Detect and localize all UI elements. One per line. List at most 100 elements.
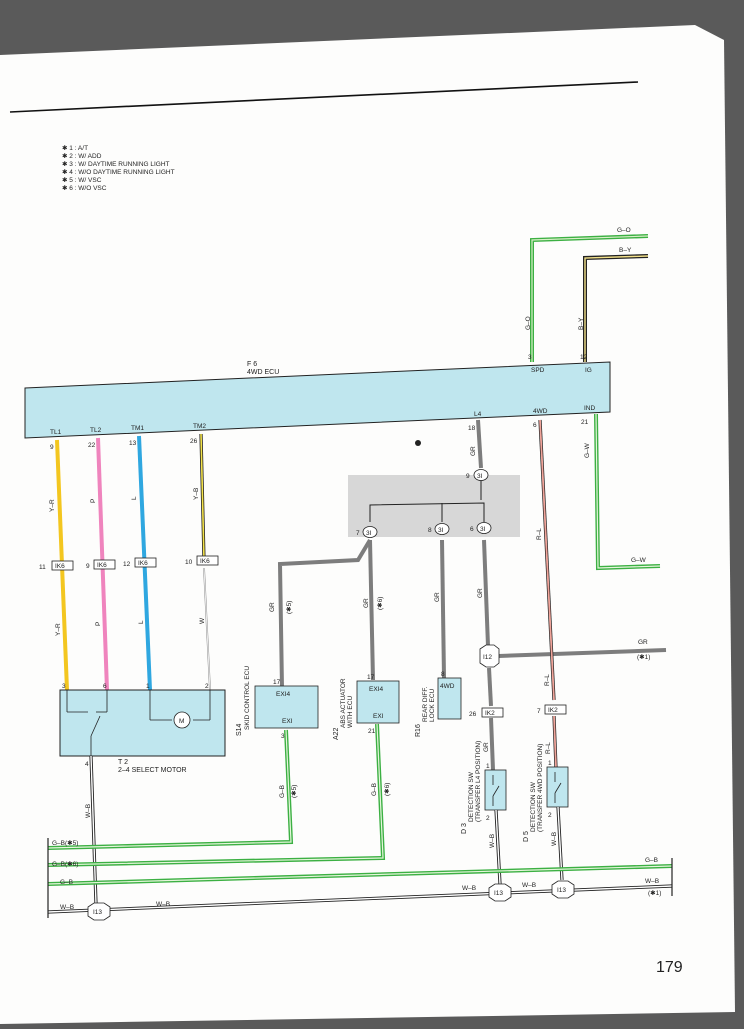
connector-ik6: IK6 — [200, 558, 210, 565]
component-name: LOCK ECU — [429, 688, 436, 722]
component-name: ABS ACTUATOR — [340, 678, 347, 728]
pin-number: 21 — [368, 728, 376, 735]
ecu-code: F 6 — [247, 361, 257, 368]
wire-note: (✱5) — [285, 601, 293, 614]
svg-text:I12: I12 — [483, 654, 492, 661]
pin-number: 11 — [39, 564, 46, 571]
pin-number: 12 — [580, 354, 588, 361]
splice-block — [348, 475, 520, 537]
rl-wire: R–L R–L R–L — [536, 419, 558, 769]
pin-number: 2 — [205, 683, 209, 690]
pin-number: 4 — [85, 761, 89, 768]
detection-switch-d5: 1 2 D 5 DETECTION SW (TRANSFER 4WD POSIT… — [523, 744, 569, 881]
ik2-connectors: IK2 26 IK2 7 — [469, 704, 567, 718]
wire-label-go: G–O — [617, 227, 631, 234]
component-name: (TRANSFER 4WD POSITION) — [537, 744, 544, 832]
wire-label-gb: G–B — [279, 785, 286, 798]
wire-label-rl: R–L — [544, 674, 551, 686]
pin-number: 17 — [367, 674, 375, 681]
pin-number: 21 — [581, 419, 589, 426]
wire-label-gr: GR — [477, 588, 484, 598]
connector-3i: 3I — [366, 530, 372, 537]
terminal: 4WD — [440, 683, 455, 690]
bus-label: W–B — [645, 878, 659, 885]
pin-number: 2 — [486, 815, 490, 822]
wire-label-yr: Y–R — [49, 499, 56, 512]
ecu-name: 4WD ECU — [247, 369, 279, 376]
pin-number: 3 — [281, 733, 285, 740]
legend-item: ✱ 5 : W/ VSC — [62, 176, 102, 184]
connector-ik6: IK6 — [97, 562, 107, 569]
wire-note: (✱1) — [637, 653, 650, 661]
wire-label-go-vertical: G–O — [525, 316, 532, 330]
wire-label-gr: GR — [269, 602, 276, 612]
legend-item: ✱ 3 : W/ DAYTIME RUNNING LIGHT — [62, 160, 170, 168]
component-name: SKID CONTROL ECU — [244, 666, 251, 730]
pin-number: 7 — [356, 530, 360, 537]
connector-i13: I13 — [494, 890, 503, 897]
bus-label: G–B — [60, 879, 73, 886]
page-number: 179 — [656, 959, 683, 976]
component-name: DETECTION SW — [530, 781, 537, 832]
wire-note: (✱6) — [376, 597, 384, 610]
pin-number: 6 — [103, 683, 107, 690]
pin-number: 3 — [62, 683, 66, 690]
wire-label-gr: GR — [483, 742, 490, 752]
ecu-pin-tl1: TL1 — [50, 429, 62, 436]
terminal: EXI4 — [276, 691, 290, 698]
junction-connectors: 3I 9 3I 7 3I 8 3I 6 — [356, 440, 492, 538]
legend: ✱ 1 : A/T ✱ 2 : W/ ADD ✱ 3 : W/ DAYTIME … — [62, 144, 175, 192]
abs-actuator-a22: EXI4 EXI 17 21 A22 ABS ACTUATOR WITH ECU — [333, 674, 400, 740]
skid-control-ecu-s14: EXI4 EXI 17 3 S14 SKID CONTROL ECU — [236, 666, 319, 740]
ecu-pin-tm2: TM2 — [193, 423, 206, 430]
ecu-pin-spd: SPD — [531, 367, 545, 374]
wire-label-rl: R–L — [545, 742, 552, 754]
connector-ik2: IK2 — [485, 710, 495, 717]
i13-connectors: I13 I13 I13 — [87, 880, 575, 921]
gw-wire: G–W G–W — [584, 413, 661, 571]
wire-label-gw-vertical: G–W — [584, 442, 591, 458]
bus-label: W–B — [60, 904, 74, 911]
wire-label-by: B–Y — [619, 247, 632, 254]
apple-logo-mark — [415, 440, 421, 446]
wire-label-w: W — [199, 617, 206, 624]
component-code: R16 — [415, 724, 422, 737]
wire-note: (✱5) — [290, 785, 298, 798]
wire-label-p: P — [90, 499, 97, 503]
bus-note: (✱1) — [648, 889, 661, 897]
component-code: T 2 — [118, 759, 128, 766]
pin-number: 26 — [469, 711, 477, 718]
ecu-pin-4wd: 4WD — [533, 408, 548, 415]
pin-number: 1 — [146, 683, 150, 690]
wire-label-wb: W–B — [489, 834, 496, 848]
legend-item: ✱ 1 : A/T — [62, 144, 88, 152]
terminal: EXI4 — [369, 686, 383, 693]
wire-label-gr: GR — [638, 639, 648, 646]
pin-number: 13 — [129, 440, 137, 447]
terminal: EXI — [373, 713, 384, 720]
pin-number: 9 — [86, 563, 90, 570]
component-name: (TRANSFER L4 POSITION) — [475, 741, 482, 822]
legend-item: ✱ 2 : W/ ADD — [62, 152, 102, 160]
select-motor-t2: M 3 6 1 2 4 T 2 2–4 SELECT MOTOR — [59, 683, 226, 774]
connector-i12: I12 — [479, 644, 500, 668]
legend-item: ✱ 4 : W/O DAYTIME RUNNING LIGHT — [62, 168, 175, 176]
legend-item: ✱ 6 : W/O VSC — [62, 184, 107, 192]
wire-label-yr: Y–R — [55, 623, 62, 636]
bus-label: G–B(✱5) — [52, 839, 78, 847]
bus-label: W–B — [156, 901, 170, 908]
bus-label: W–B — [462, 885, 476, 892]
gr-wires: GR GR (✱5) GR (✱6) GR GR GR (✱1) GR — [269, 419, 667, 771]
motor-symbol: M — [179, 718, 184, 725]
pin-number: 3 — [528, 354, 532, 361]
wire-label-gr: GR — [363, 598, 370, 608]
pin-number: 12 — [123, 561, 131, 568]
power-wires: G–O B–Y G–O B–Y 3 12 — [525, 227, 649, 362]
header-rule — [9, 81, 639, 113]
wire-label-gr: GR — [434, 592, 441, 602]
connector-3i: 3I — [480, 526, 486, 533]
pin-number: 22 — [88, 442, 96, 449]
wire-label-wb: W–B — [551, 832, 558, 846]
pin-number: 6 — [470, 526, 474, 533]
bus-label: W–B — [522, 882, 536, 889]
